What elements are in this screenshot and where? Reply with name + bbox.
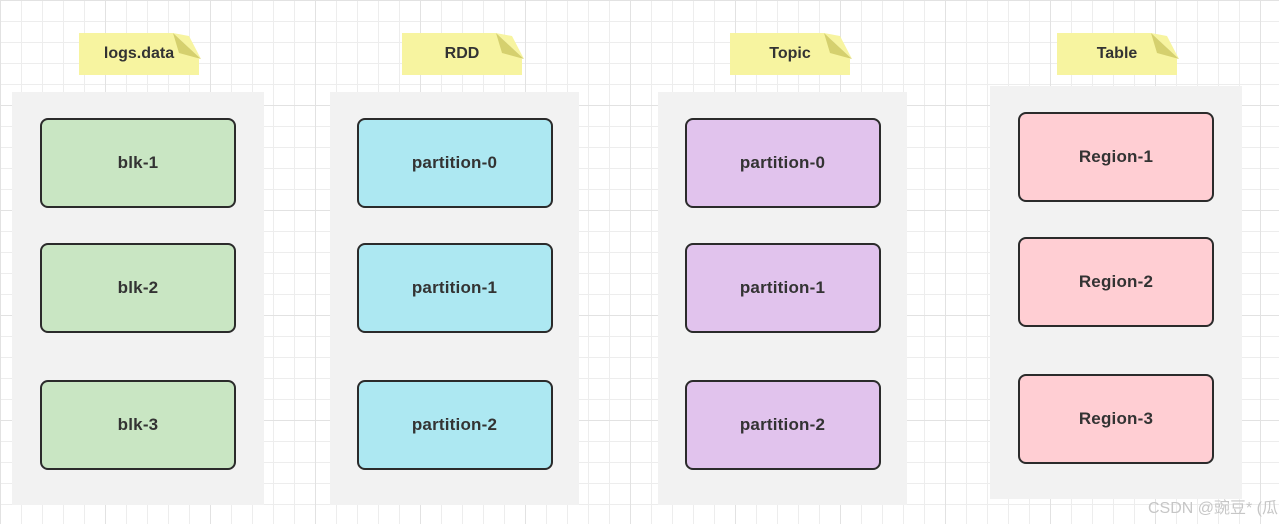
folded-corner-icon (496, 33, 524, 59)
sticky-note-3: Topic (730, 33, 852, 75)
folded-corner-icon (173, 33, 201, 59)
csdn-watermark: CSDN @豌豆* (瓜 (1147, 500, 1278, 517)
diagram-box: Region-3 (1018, 374, 1214, 464)
diagram-box: partition-1 (684, 243, 881, 333)
diagram-box: partition-0 (356, 118, 553, 208)
sticky-note-1: logs.data (79, 33, 201, 75)
sticky-label: Topic (769, 45, 811, 62)
diagram-box: blk-3 (40, 380, 236, 470)
sticky-note-2: RDD (402, 33, 524, 75)
diagram-box: blk-2 (40, 243, 236, 333)
diagram-box: blk-1 (40, 118, 236, 208)
sticky-label: Table (1096, 45, 1138, 62)
sticky-label: logs.data (103, 45, 175, 62)
diagram-box: partition-2 (684, 380, 881, 470)
diagram-box: partition-0 (684, 118, 881, 208)
sticky-label: RDD (444, 45, 480, 62)
folded-corner-icon (824, 33, 852, 59)
diagram-box: Region-1 (1018, 112, 1214, 202)
diagram-box: partition-2 (356, 380, 553, 470)
sticky-note-4: Table (1057, 33, 1179, 75)
folded-corner-icon (1151, 33, 1179, 59)
diagram-box: partition-1 (356, 243, 553, 333)
diagram-box: Region-2 (1018, 237, 1214, 327)
